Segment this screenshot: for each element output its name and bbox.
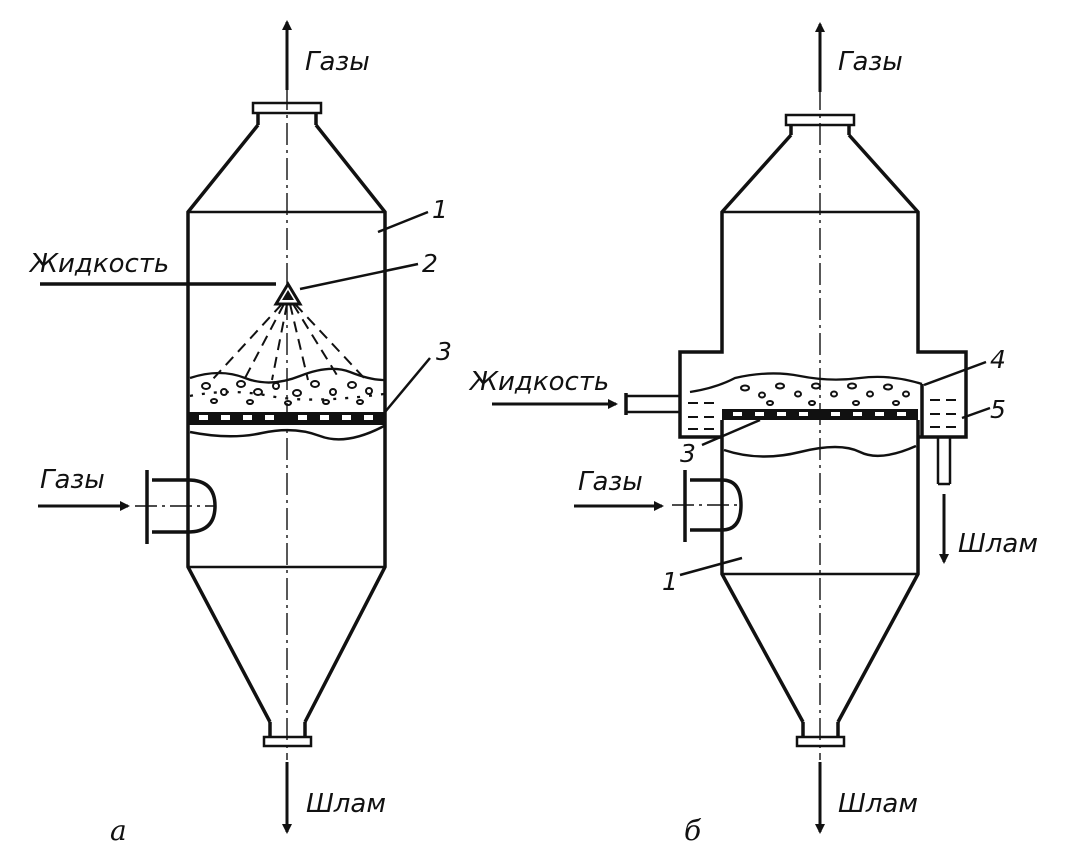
callout-1-b: 1	[662, 567, 678, 596]
top-outlet-flange	[251, 101, 323, 125]
gas-out-label-b: Газы	[838, 47, 903, 77]
foam-layer	[189, 367, 385, 406]
callout-1-leader	[679, 556, 743, 577]
sludge-side-label-b: Шлам	[958, 529, 1038, 559]
gas-surface-wave	[723, 444, 917, 458]
foam-layer	[689, 372, 923, 406]
callout-3-leader	[701, 418, 761, 447]
callout-2-leader	[299, 262, 419, 291]
apparatus-b: Газы Жидкость Газы Шлам Шлам 4 5 3 1 б	[468, 22, 1038, 847]
callout-1-a: 1	[432, 195, 448, 224]
sludge-label-b: Шлам	[838, 789, 918, 819]
gas-inlet-nozzle	[672, 470, 743, 542]
gas-out-label-a: Газы	[305, 47, 370, 77]
top-outlet-flange	[784, 113, 856, 135]
perforated-grid	[722, 409, 918, 420]
panel-letter-b: б	[684, 814, 702, 847]
vessel-upper-body	[678, 133, 968, 439]
liquid-inlet-pipe	[624, 393, 680, 415]
spray-nozzle-core	[282, 290, 294, 300]
gas-surface-wave	[189, 424, 385, 441]
liquid-level-marks	[688, 402, 714, 430]
bottom-outlet-flange	[795, 722, 846, 748]
apparatus-a: Газы Жидкость Газы Шлам 1 2 3 а	[28, 20, 452, 847]
bottom-outlet-flange	[262, 722, 313, 748]
callout-3-a: 3	[436, 337, 452, 366]
callout-4-leader	[923, 360, 987, 387]
callout-1-leader	[377, 210, 429, 234]
spray-cone	[211, 303, 367, 381]
callout-5-leader	[961, 406, 991, 420]
callout-3-leader	[384, 357, 431, 413]
vessel-body	[186, 123, 387, 723]
panel-letter-a: а	[110, 814, 127, 847]
callout-2-a: 2	[422, 249, 438, 278]
liquid-label-b: Жидкость	[468, 367, 609, 397]
callout-4-b: 4	[990, 345, 1006, 374]
callout-5-b: 5	[990, 395, 1006, 424]
gas-inlet-nozzle	[135, 470, 217, 544]
liquid-label-a: Жидкость	[28, 249, 169, 279]
sludge-label-a: Шлам	[306, 789, 386, 819]
perforated-grid	[188, 412, 385, 425]
callout-3-b: 3	[680, 439, 696, 468]
gas-in-label-b: Газы	[578, 467, 643, 497]
gas-in-label-a: Газы	[40, 465, 105, 495]
sludge-drain-pipe	[936, 437, 952, 486]
sludge-pocket-marks	[930, 399, 956, 428]
